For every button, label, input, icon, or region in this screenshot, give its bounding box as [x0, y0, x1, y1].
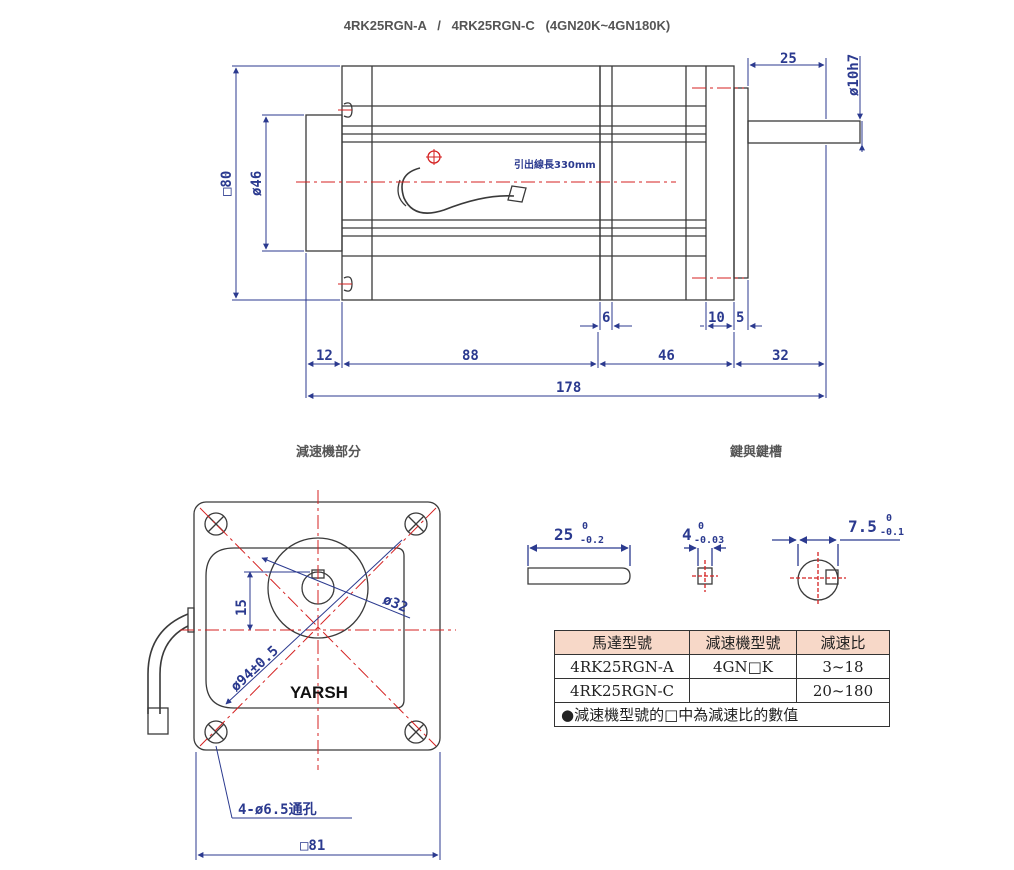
lead-length-label: 引出線長330mm	[514, 158, 596, 171]
table-cell: 4GN□K	[689, 654, 797, 679]
key-width-lower: -0.03	[694, 535, 724, 546]
output-shaft	[747, 120, 861, 144]
output-boss	[267, 537, 369, 639]
holes-label: 4-ø6.5通孔	[238, 802, 317, 818]
motor-centerlines	[296, 87, 744, 285]
gearbox-section-label: 減速機部分	[296, 444, 362, 459]
dim-46-label: 46	[658, 348, 675, 364]
dia-46-label: ø46	[249, 171, 265, 196]
rear-flange	[305, 114, 343, 252]
dim-178-label: 178	[556, 380, 581, 396]
table-cell: 4RK25RGN-C	[554, 678, 690, 703]
dim-10-label: 10	[708, 310, 725, 326]
drawing-title: 4RK25RGN-A / 4RK25RGN-C (4GN20K~4GN180K)	[343, 18, 671, 33]
key-side-view	[527, 544, 631, 585]
dia-32-label: ø32	[381, 592, 410, 616]
table-cell: 4RK25RGN-A	[554, 654, 690, 679]
gear-housing	[599, 65, 735, 301]
dim-88-label: 88	[462, 348, 479, 364]
crosshair-icon	[426, 149, 442, 165]
shaft-length-label: 25	[780, 51, 797, 67]
key-section-label: 鍵與鍵槽	[730, 444, 783, 459]
gearbox-centerlines	[180, 490, 456, 770]
key-section-view	[684, 544, 726, 592]
gearbox-front-view	[147, 501, 441, 751]
table-header-row: 馬達型號 減速機型號 減速比	[554, 630, 890, 655]
key-width-main: 4	[682, 525, 692, 544]
header-ratio: 減速比	[796, 630, 890, 655]
square-80-label: □80	[219, 171, 235, 196]
table-note: ●減速機型號的□中為減速比的數值	[554, 702, 890, 727]
motor-side-view	[305, 65, 861, 301]
model-table: 馬達型號 減速機型號 減速比 4RK25RGN-A 4GN□K 3~18 4RK…	[554, 630, 890, 727]
key-length-lower: -0.2	[580, 535, 604, 546]
key-length-upper: 0	[582, 521, 588, 532]
table-row: 4RK25RGN-C 20~180	[554, 678, 890, 703]
header-motor-model: 馬達型號	[554, 630, 690, 655]
brand-logo: YARSH	[290, 683, 348, 702]
keyway-section-view	[772, 536, 900, 606]
dim-6-label: 6	[602, 310, 610, 326]
gearbox-inner-face	[205, 547, 405, 709]
dim-5-label: 5	[736, 310, 744, 326]
motor-body	[341, 65, 601, 301]
key-depth-upper: 0	[886, 513, 892, 524]
table-cell	[689, 678, 797, 703]
dim-15-label: 15	[234, 599, 250, 616]
key-depth-lower: -0.1	[880, 527, 904, 538]
gearbox-dimension-lines	[195, 539, 441, 860]
table-cell: 3~18	[796, 654, 890, 679]
key-depth-main: 7.5	[848, 517, 877, 536]
key-length-main: 25	[554, 525, 573, 544]
table-note-row: ●減速機型號的□中為減速比的數值	[554, 702, 890, 727]
table-row: 4RK25RGN-A 4GN□K 3~18	[554, 654, 890, 679]
key-width-upper: 0	[698, 521, 704, 532]
dim-12-label: 12	[316, 348, 333, 364]
shaft-dia-label: ø10h7	[846, 54, 862, 96]
front-plate	[733, 87, 749, 279]
dim-32-label: 32	[772, 348, 789, 364]
header-gearbox-model: 減速機型號	[689, 630, 797, 655]
motor-dimension-lines	[232, 56, 865, 399]
square-81-label: □81	[300, 838, 325, 854]
table-cell: 20~180	[796, 678, 890, 703]
pcd-label: ø94±0.5	[228, 643, 282, 695]
